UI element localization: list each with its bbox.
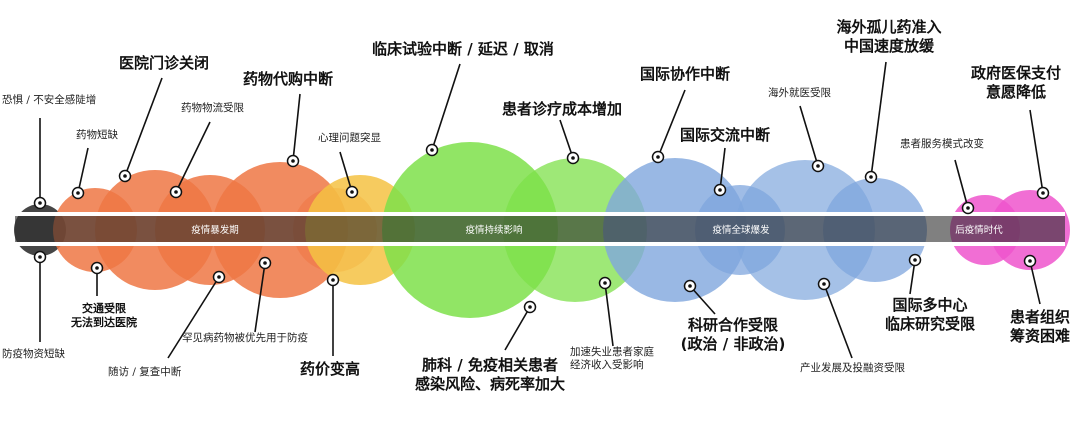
leader-industry-marker-dot (822, 282, 826, 286)
leader-trial-marker-dot (430, 148, 434, 152)
label-patient-org: 患者组织 筹资困难 (1010, 308, 1070, 346)
leader-orphan-marker-dot (869, 175, 873, 179)
leader-service (954, 159, 969, 209)
label-drug-shortage: 药物短缺 (76, 129, 118, 141)
leader-intl-exchange (719, 147, 726, 191)
leader-overseas-marker-dot (816, 164, 820, 168)
leader-service-marker-dot (966, 206, 970, 210)
label-followup-interrupted: 随访 / 复查中断 (108, 366, 182, 378)
leader-unemployment-marker-dot (603, 281, 607, 285)
phase-global: 疫情全球爆发 (712, 225, 770, 236)
leader-patient-org-marker-dot (1028, 259, 1032, 263)
label-fear: 恐惧 / 不安全感陡增 (2, 94, 97, 106)
label-trial-interrupted: 临床试验中断 / 延迟 / 取消 (372, 40, 554, 58)
label-orphan-drug-line1: 海外孤儿药准入 (836, 18, 942, 36)
leader-intl-coop (657, 89, 686, 158)
leader-cost (559, 119, 574, 159)
label-traffic: 交通受限 无法到达医院 (71, 302, 137, 330)
leader-insurance-marker-dot (1041, 191, 1045, 195)
leader-price-marker-dot (331, 278, 335, 282)
leader-multicenter-marker-dot (913, 258, 917, 262)
leader-overseas (799, 105, 819, 167)
label-multicenter-line1: 国际多中心 (892, 296, 968, 314)
leader-proxy-marker-dot (291, 159, 295, 163)
label-multicenter-line2: 临床研究受限 (884, 314, 976, 333)
label-research: 科研合作受限 (政治 / 非政治) (681, 316, 786, 354)
leader-rare-drug-marker-dot (263, 261, 267, 265)
label-patient-org-line1: 患者组织 (1009, 308, 1071, 326)
timeline-band (15, 216, 1065, 242)
leader-proxy (292, 93, 301, 162)
phase-outbreak: 疫情暴发期 (191, 225, 239, 236)
leader-cost-marker-dot (571, 156, 575, 160)
phase-ongoing: 疫情持续影响 (465, 225, 523, 236)
label-unemployment: 加速失业患者家庭 经济收入受影响 (570, 346, 654, 372)
label-unemployment-line1: 加速失业患者家庭 (570, 346, 654, 358)
label-lung-line2: 感染风险、病死率加大 (414, 374, 566, 393)
phase-post: 后疫情时代 (955, 225, 1003, 236)
label-research-line2: (政治 / 非政治) (680, 334, 786, 353)
label-ppe-shortage: 防疫物资短缺 (2, 348, 65, 360)
label-lung-patients: 肺科 / 免疫相关患者 感染风险、病死率加大 (415, 356, 565, 394)
label-unemployment-line2: 经济收入受影响 (570, 359, 644, 372)
leader-fear-marker-dot (38, 201, 42, 205)
leader-mental (339, 151, 353, 193)
leader-insurance (1029, 109, 1044, 194)
label-service-mode: 患者服务模式改变 (900, 138, 984, 150)
label-multicenter: 国际多中心 临床研究受限 (885, 296, 975, 334)
label-logistics-limited: 药物物流受限 (181, 102, 244, 114)
label-research-line1: 科研合作受限 (687, 316, 779, 334)
leader-trial (431, 63, 461, 151)
leader-intl-coop-marker-dot (656, 155, 660, 159)
leader-followup (167, 276, 220, 359)
leader-industry (823, 283, 853, 359)
leader-lung (504, 306, 531, 351)
leader-lung-marker-dot (528, 305, 532, 309)
label-orphan-drug: 海外孤儿药准入 中国速度放缓 (836, 18, 941, 56)
label-cost-increase: 患者诊疗成本增加 (502, 100, 623, 118)
leader-unemployment (604, 282, 614, 347)
leader-mental-marker-dot (350, 190, 354, 194)
label-lung-line1: 肺科 / 免疫相关患者 (422, 356, 558, 374)
label-insurance-line1: 政府医保支付 (970, 64, 1062, 82)
label-traffic-line2: 无法到达医院 (71, 315, 137, 329)
label-hospital-closed: 医院门诊关闭 (119, 54, 210, 72)
leader-logistics (175, 121, 211, 193)
label-mental-issue: 心理问题突显 (318, 132, 381, 144)
label-industry-invest: 产业发展及投融资受限 (800, 362, 905, 374)
label-insurance: 政府医保支付 意愿降低 (971, 64, 1061, 102)
leader-drug-shortage-marker-dot (76, 191, 80, 195)
leader-drug-shortage (77, 147, 89, 194)
leader-traffic-marker-dot (95, 266, 99, 270)
band-bottom-line (15, 242, 1065, 246)
label-intl-exchange-interrupted: 国际交流中断 (680, 126, 771, 144)
leader-research-marker-dot (688, 284, 692, 288)
label-price-increase: 药价变高 (300, 360, 361, 378)
label-proxy-purchase: 药物代购中断 (243, 70, 334, 88)
label-intl-coop-interrupted: 国际协作中断 (640, 65, 731, 83)
leader-research (689, 285, 716, 315)
label-orphan-drug-line2: 中国速度放缓 (843, 36, 935, 55)
leader-rare-drug (254, 262, 266, 333)
leader-intl-exchange-marker-dot (718, 188, 722, 192)
label-traffic-line1: 交通受限 (82, 302, 126, 315)
label-patient-org-line2: 筹资困难 (1009, 326, 1071, 345)
leader-hospital-closed-marker-dot (123, 174, 127, 178)
label-overseas-medical: 海外就医受限 (768, 87, 831, 99)
leader-orphan (870, 61, 887, 178)
leader-followup-marker-dot (217, 275, 221, 279)
label-rare-drug-prevention: 罕见病药物被优先用于防疫 (182, 332, 308, 344)
leader-patient-org (1029, 260, 1041, 305)
leader-hospital-closed (124, 77, 163, 177)
band-top-line (15, 212, 1065, 216)
label-insurance-line2: 意愿降低 (985, 82, 1047, 101)
leader-logistics-marker-dot (174, 190, 178, 194)
leader-ppe-marker-dot (38, 255, 42, 259)
